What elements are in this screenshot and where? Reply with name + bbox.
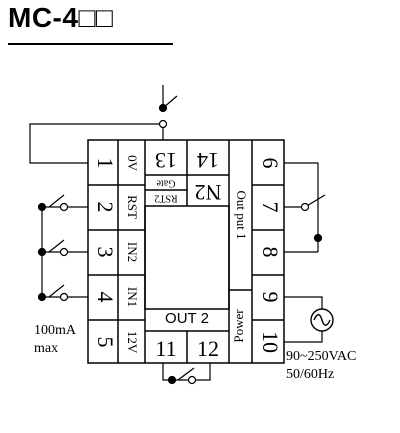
terminal-13: 13: [155, 148, 177, 173]
label-12v: 12V: [125, 331, 140, 354]
label-output1: Out put 1: [234, 190, 249, 239]
terminal-1: 1: [93, 158, 118, 169]
label-in2: IN2: [125, 242, 140, 262]
wire-terminal-6-loop: [284, 162, 319, 238]
model-title: MC-4□□: [8, 2, 114, 33]
ac-source-symbol: [310, 308, 334, 332]
terminal-9: 9: [258, 292, 283, 303]
wire-top-to-terminal-1: [29, 123, 164, 164]
label-rst: RST: [125, 195, 140, 219]
label-power: Power: [231, 309, 246, 343]
note-current-line2: max: [34, 341, 58, 356]
center-window: [144, 205, 230, 310]
terminal-6: 6: [258, 158, 283, 169]
label-out2: OUT 2: [165, 310, 209, 327]
title-underline: [8, 43, 173, 45]
label-n2: N2: [195, 180, 222, 205]
label-0v: 0V: [125, 155, 140, 172]
label-rst2: RST2: [154, 193, 177, 204]
terminal-4: 4: [93, 292, 118, 303]
note-current-line1: 100mA: [34, 323, 77, 338]
terminal-8: 8: [258, 247, 283, 258]
terminal-2: 2: [93, 202, 118, 213]
switch-2-blade: [48, 194, 65, 208]
switch-bottom-blade: [177, 367, 195, 381]
terminal-5: 5: [93, 337, 118, 348]
wire-bottom-contact: [162, 363, 211, 381]
terminal-12: 12: [197, 336, 219, 361]
terminal-10: 10: [258, 331, 283, 353]
terminal-3: 3: [93, 247, 118, 258]
terminal-14: 14: [197, 148, 219, 173]
switch-4-blade: [48, 284, 65, 298]
terminal-11: 11: [155, 336, 176, 361]
note-power-line1: 90~250VAC: [286, 349, 356, 364]
label-gate: Gate: [156, 178, 175, 189]
switch-3-blade: [48, 239, 65, 253]
label-in1: IN1: [125, 287, 140, 307]
terminal-7: 7: [258, 202, 283, 213]
note-power-line2: 50/60Hz: [286, 367, 334, 382]
